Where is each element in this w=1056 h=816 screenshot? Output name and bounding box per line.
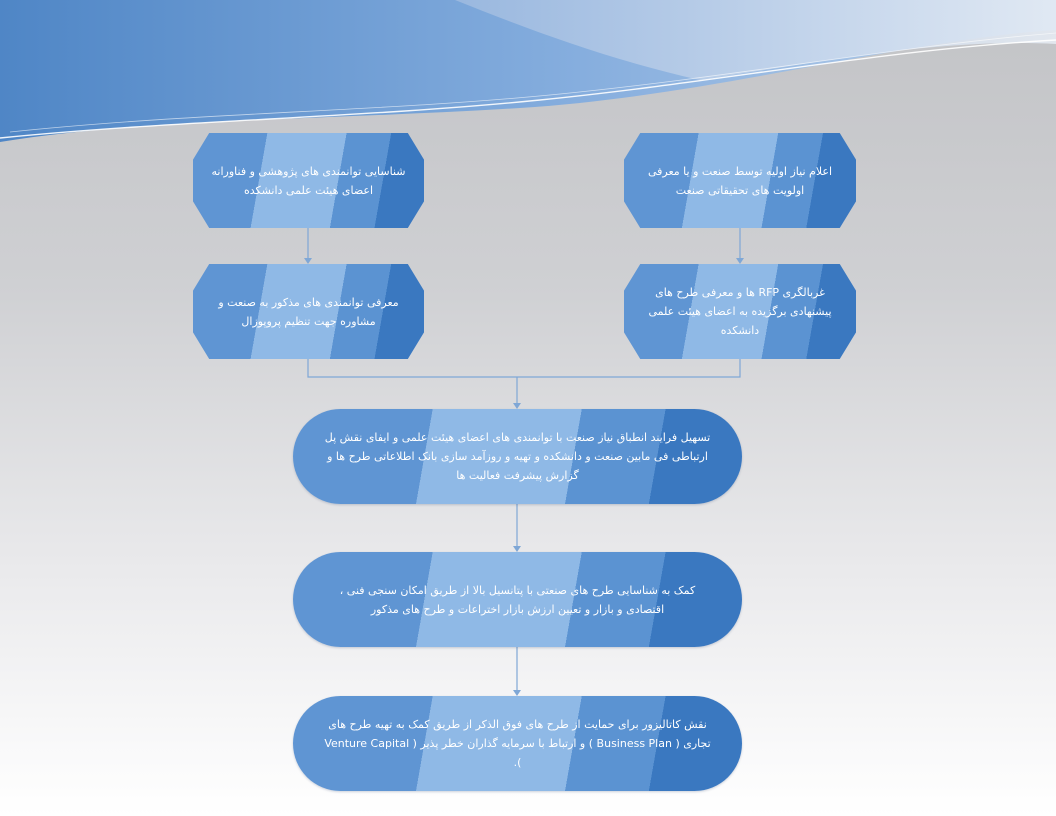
step-rfp-screening-text: غربالگری RFP ها و معرفی طرح های پیشنهادی…	[648, 286, 832, 337]
step-identify-high-potential-projects-text: کمک به شناسایی طرح های صنعتی با پتانسیل …	[339, 583, 696, 616]
step-catalyst-role: نقش کاتالیزور برای حمایت از طرح های فوق …	[293, 696, 742, 791]
step-catalyst-role-text: نقش کاتالیزور برای حمایت از طرح های فوق …	[324, 718, 711, 769]
arrowhead-n7	[513, 690, 521, 696]
step-facilitate-matching: تسهیل فرایند انطباق نیاز صنعت با توانمند…	[293, 409, 742, 504]
step-identify-faculty-capabilities-text: شناسایی توانمندی های پژوهشی و فناورانه ا…	[211, 164, 406, 197]
step-identify-faculty-capabilities: شناسایی توانمندی های پژوهشی و فناورانه ا…	[193, 133, 424, 228]
step-introduce-capabilities-to-industry: معرفی توانمندی های مذکور به صنعت و مشاور…	[193, 264, 424, 359]
header-swoosh-line	[0, 39, 1056, 139]
arrowheads	[304, 258, 744, 696]
step-industry-need-announcement: اعلام نیاز اولیه توسط صنعت و یا معرفی او…	[624, 133, 856, 228]
arrowhead-n6	[513, 546, 521, 552]
step-facilitate-matching-text: تسهیل فرایند انطباق نیاز صنعت با توانمند…	[324, 431, 711, 482]
step-identify-high-potential-projects: کمک به شناسایی طرح های صنعتی با پتانسیل …	[293, 552, 742, 647]
step-introduce-capabilities-to-industry-text: معرفی توانمندی های مذکور به صنعت و مشاور…	[218, 295, 399, 328]
connectors	[307, 228, 741, 691]
header-swoosh-line-2	[9, 32, 1056, 133]
connector-n3-merge	[307, 359, 517, 378]
connector-n4-merge	[517, 359, 741, 378]
arrowhead-n5	[513, 403, 521, 409]
arrowhead-n3	[304, 258, 312, 264]
step-industry-need-announcement-text: اعلام نیاز اولیه توسط صنعت و یا معرفی او…	[647, 164, 833, 197]
arrowhead-n4	[736, 258, 744, 264]
header-wave-light	[455, 0, 1056, 80]
step-rfp-screening: غربالگری RFP ها و معرفی طرح های پیشنهادی…	[624, 264, 856, 359]
